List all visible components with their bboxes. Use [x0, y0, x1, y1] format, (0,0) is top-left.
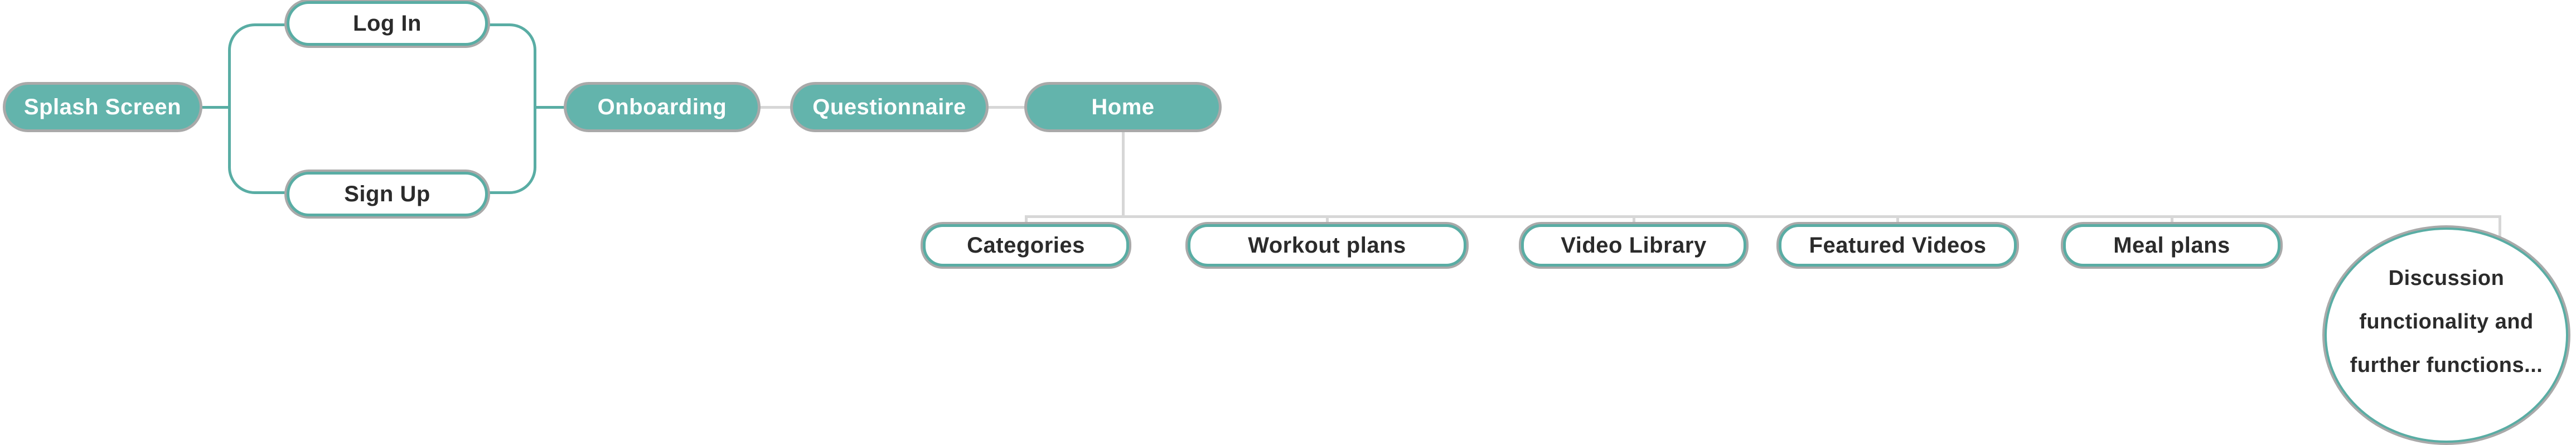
node-video-library[interactable]: Video Library	[1521, 224, 1746, 267]
connector-stub-note	[2498, 215, 2501, 240]
connector-stub-workout-plans	[1326, 215, 1329, 226]
node-label: Log In	[353, 11, 422, 36]
node-splash-screen[interactable]: Splash Screen	[6, 85, 200, 129]
node-workout-plans[interactable]: Workout plans	[1188, 224, 1466, 267]
node-onboarding[interactable]: Onboarding	[566, 85, 758, 129]
node-label: Featured Videos	[1809, 233, 1987, 258]
node-label: Splash Screen	[23, 94, 182, 119]
connector-onboarding-questionnaire	[758, 106, 793, 109]
node-label: Home	[1091, 94, 1155, 119]
node-label: Onboarding	[597, 94, 727, 119]
connector-stub-meal-plans	[2171, 215, 2173, 226]
node-label: Questionnaire	[812, 94, 966, 119]
node-categories[interactable]: Categories	[923, 224, 1129, 267]
node-label: Workout plans	[1248, 233, 1406, 258]
connector-branch-onboarding	[536, 106, 566, 109]
note-line-2: functionality and	[2359, 310, 2534, 333]
connector-home-down	[1122, 129, 1125, 216]
node-sign-up[interactable]: Sign Up	[287, 172, 488, 216]
node-label: Sign Up	[344, 181, 430, 206]
connector-stub-video-library	[1633, 215, 1635, 226]
connector-rail	[1026, 215, 2501, 218]
connector-splash-branch	[200, 106, 228, 109]
node-label: Video Library	[1561, 233, 1707, 258]
node-label: Meal plans	[2113, 233, 2230, 258]
node-meal-plans[interactable]: Meal plans	[2063, 224, 2280, 267]
connector-questionnaire-home	[986, 106, 1027, 109]
note-line-3: further functions...	[2350, 354, 2543, 377]
node-featured-videos[interactable]: Featured Videos	[1779, 224, 2017, 267]
node-questionnaire[interactable]: Questionnaire	[793, 85, 986, 129]
connector-stub-categories	[1025, 215, 1028, 226]
connector-stub-featured-videos	[1896, 215, 1899, 226]
node-label: Categories	[967, 233, 1085, 258]
node-note-circle[interactable]: Discussion functionality and further fun…	[2325, 228, 2568, 443]
note-line-1: Discussion	[2388, 267, 2505, 290]
node-home[interactable]: Home	[1027, 85, 1219, 129]
node-log-in[interactable]: Log In	[287, 1, 488, 46]
branch-bracket	[228, 23, 536, 194]
